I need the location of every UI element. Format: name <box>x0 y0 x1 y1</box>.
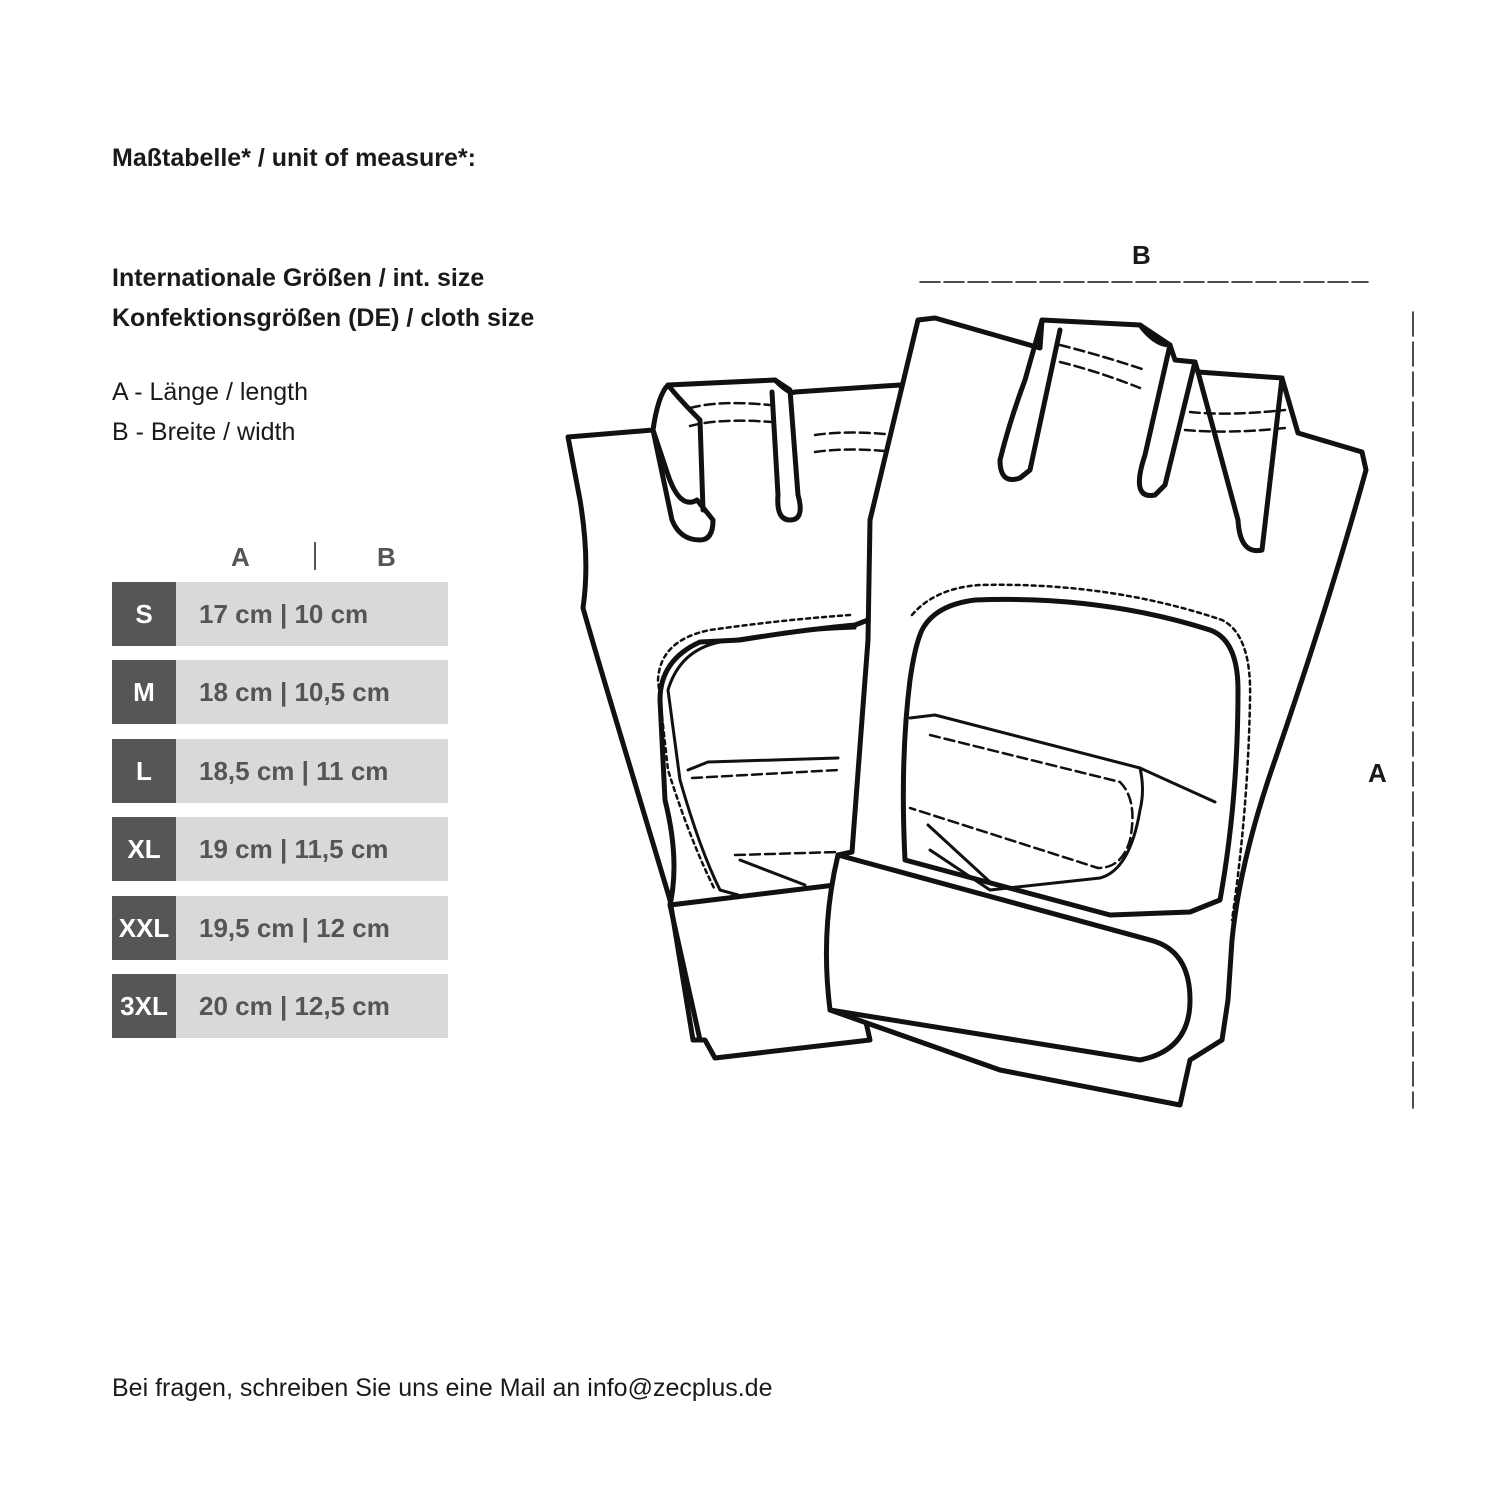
table-header-a: A <box>231 542 250 572</box>
size-row-xxl: XXL 19,5 cm | 12 cm <box>112 896 448 960</box>
legend-length: A - Länge / length <box>112 378 308 406</box>
page-title: Maßtabelle* / unit of measure*: <box>112 144 476 172</box>
back-glove <box>565 377 911 1061</box>
size-line-clothing: Konfektionsgrößen (DE) / cloth size <box>112 304 535 332</box>
dimension-legend: A - Länge / length B - Breite / width <box>112 372 308 452</box>
dimension-label-a: A <box>1368 758 1387 788</box>
size-system-block: Internationale Größen / int. size Konfek… <box>112 258 534 338</box>
size-value: 18,5 cm | 11 cm <box>176 739 448 803</box>
size-value: 17 cm | 10 cm <box>176 582 448 646</box>
size-value: 19 cm | 11,5 cm <box>176 817 448 881</box>
size-label: 3XL <box>112 974 176 1038</box>
size-label: M <box>112 660 176 724</box>
size-label: L <box>112 739 176 803</box>
front-glove <box>823 315 1369 1108</box>
table-header-b: B <box>377 542 396 572</box>
size-row-l: L 18,5 cm | 11 cm <box>112 739 448 803</box>
size-value: 18 cm | 10,5 cm <box>176 660 448 724</box>
size-label: XL <box>112 817 176 881</box>
size-row-m: M 18 cm | 10,5 cm <box>112 660 448 724</box>
size-label: XXL <box>112 896 176 960</box>
size-value: 20 cm | 12,5 cm <box>176 974 448 1038</box>
size-row-xl: XL 19 cm | 11,5 cm <box>112 817 448 881</box>
size-line-international: Internationale Größen / int. size <box>112 264 485 292</box>
size-label: S <box>112 582 176 646</box>
contact-footer: Bei fragen, schreiben Sie uns eine Mail … <box>112 1374 773 1402</box>
size-row-s: S 17 cm | 10 cm <box>112 582 448 646</box>
size-row-3xl: 3XL 20 cm | 12,5 cm <box>112 974 448 1038</box>
size-value: 19,5 cm | 12 cm <box>176 896 448 960</box>
dimension-label-b: B <box>1132 240 1151 270</box>
legend-width: B - Breite / width <box>112 418 296 446</box>
table-header-divider <box>314 542 316 570</box>
